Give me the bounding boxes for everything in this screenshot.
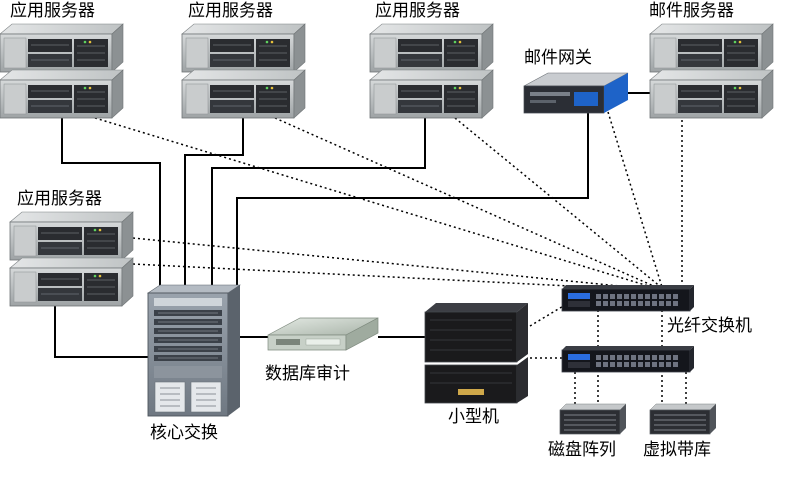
link-server2-core xyxy=(184,118,244,290)
virtual-tape-device xyxy=(649,403,717,435)
label-core-switch: 核心交换 xyxy=(150,423,218,443)
app-server-group-3 xyxy=(369,23,494,119)
label-db-audit: 数据库审计 xyxy=(265,364,350,384)
link-server1-core xyxy=(61,118,161,290)
label-mail-gateway: 邮件网关 xyxy=(524,48,592,68)
label-minicomputer: 小型机 xyxy=(448,407,499,427)
label-app-server-1: 应用服务器 xyxy=(10,1,95,21)
solid-links xyxy=(54,92,650,358)
dlink-left2-fc xyxy=(132,263,651,291)
dlink-server3-fc xyxy=(454,117,663,289)
dlink-left1-fc xyxy=(132,237,651,290)
label-fc-switch: 光纤交换机 xyxy=(667,316,752,336)
dotted-links xyxy=(94,111,687,404)
dlink-server2-fc xyxy=(274,117,659,289)
dlink-gateway-fc xyxy=(607,111,663,288)
app-server-group-1 xyxy=(0,23,124,119)
label-disk-array: 磁盘阵列 xyxy=(548,440,616,460)
fc-switch-bottom xyxy=(561,345,695,373)
label-mail-server: 邮件服务器 xyxy=(649,1,734,21)
label-app-server-2: 应用服务器 xyxy=(188,1,273,21)
link-gateway-core xyxy=(236,112,589,290)
fc-switch-top xyxy=(561,284,695,312)
mail-server-group xyxy=(649,23,774,119)
link-leftserver-core xyxy=(54,306,148,358)
dlink-mini-fc1 xyxy=(529,304,566,327)
core-switch-device xyxy=(147,284,241,417)
disk-array-device xyxy=(559,403,627,435)
mail-gateway-device xyxy=(523,72,629,114)
app-server-group-left xyxy=(9,211,134,307)
label-app-server-left: 应用服务器 xyxy=(17,189,102,209)
app-server-group-2 xyxy=(181,23,306,119)
minicomputer-device xyxy=(424,303,528,404)
db-audit-device xyxy=(267,317,379,351)
dlink-server1-fc xyxy=(94,117,656,289)
label-app-server-3: 应用服务器 xyxy=(375,1,460,21)
link-server3-core xyxy=(211,118,426,290)
label-virtual-tape: 虚拟带库 xyxy=(643,440,711,460)
